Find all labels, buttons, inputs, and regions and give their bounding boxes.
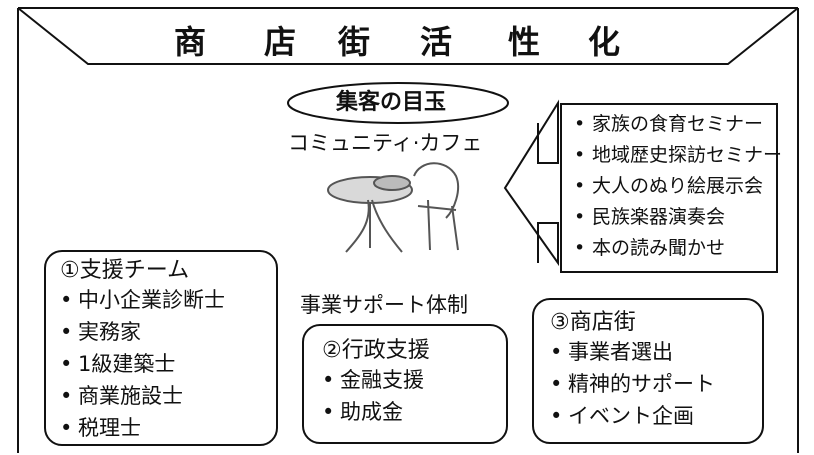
event-label: 家族の食育セミナー [592, 113, 764, 135]
list-item: •実務家 [60, 316, 276, 348]
event-label: 本の読み聞かせ [592, 237, 726, 259]
support-system-label: 事業サポート体制 [300, 293, 468, 317]
item-label: 税理士 [78, 416, 141, 440]
item-label: 精神的サポート [568, 372, 715, 396]
banner-title-char: 店 [264, 23, 297, 61]
list-item: • 民族楽器演奏会 [574, 202, 776, 233]
list-item: •税理士 [60, 412, 276, 444]
bullet-icon: • [574, 206, 586, 228]
list-item: • 地域歴史探訪セミナー [574, 140, 782, 171]
item-label: 金融支援 [340, 368, 424, 392]
list-item: •金融支援 [322, 364, 506, 396]
item-label: 商業施設士 [78, 384, 183, 408]
event-label: 大人のぬり絵展示会 [592, 175, 764, 197]
list-item: •助成金 [322, 396, 506, 428]
box-title: ①支援チーム [60, 258, 190, 283]
bullet-icon: • [60, 352, 73, 376]
bullet-icon: • [574, 113, 586, 135]
list-item: • 家族の食育セミナー [574, 109, 776, 140]
event-label: 民族楽器演奏会 [592, 206, 726, 228]
bullet-icon: • [322, 368, 335, 392]
support-team-box: ①支援チーム •中小企業診断士 •実務家 •1級建築士 •商業施設士 •税理士 [44, 250, 278, 446]
bullet-icon: • [60, 288, 73, 312]
cafe-table-chairs-icon [327, 162, 460, 253]
list-item: •事業者選出 [550, 336, 762, 368]
item-label: 事業者選出 [568, 340, 673, 364]
list-item: •商業施設士 [60, 380, 276, 412]
banner-title-char: 街 [338, 23, 371, 61]
box-title: ②行政支援 [322, 338, 430, 363]
item-label: 1級建築士 [78, 352, 176, 376]
banner-shape [17, 7, 799, 65]
bullet-icon: • [60, 320, 73, 344]
list-item: • 本の読み聞かせ [574, 233, 776, 264]
event-label: 地域歴史探訪セミナー [592, 144, 783, 166]
item-label: イベント企画 [568, 404, 694, 428]
banner-title-char: 性 [508, 23, 541, 61]
item-label: 助成金 [340, 400, 403, 424]
bullet-icon: • [60, 384, 73, 408]
banner-title-char: 商 [174, 23, 207, 61]
list-item: •精神的サポート [550, 368, 762, 400]
bullet-icon: • [60, 416, 73, 440]
cafe-label: コミュニティ·カフェ [288, 131, 483, 155]
highlight-label: 集客の目玉 [336, 90, 447, 115]
item-label: 実務家 [78, 320, 141, 344]
item-label: 中小企業診断士 [78, 288, 225, 312]
shopping-street-box: ③商店街 •事業者選出 •精神的サポート •イベント企画 [532, 298, 764, 444]
list-item: •イベント企画 [550, 400, 762, 432]
bullet-icon: • [322, 400, 335, 424]
banner-title-char: 活 [420, 23, 453, 61]
banner-title-char: 化 [588, 23, 621, 61]
list-item: •1級建築士 [60, 348, 276, 380]
bullet-icon: • [550, 340, 563, 364]
highlight-ellipse [287, 82, 509, 124]
callout-arrow [503, 99, 559, 267]
bullet-icon: • [550, 372, 563, 396]
bullet-icon: • [574, 144, 586, 166]
list-item: • 大人のぬり絵展示会 [574, 171, 776, 202]
bullet-icon: • [574, 237, 586, 259]
bullet-icon: • [550, 404, 563, 428]
list-item: •中小企業診断士 [60, 284, 276, 316]
events-box: • 家族の食育セミナー • 地域歴史探訪セミナー • 大人のぬり絵展示会 • 民族楽器演… [560, 103, 782, 273]
bullet-icon: • [574, 175, 586, 197]
admin-support-box: ②行政支援 •金融支援 •助成金 [302, 324, 508, 444]
box-title: ③商店街 [550, 310, 636, 335]
